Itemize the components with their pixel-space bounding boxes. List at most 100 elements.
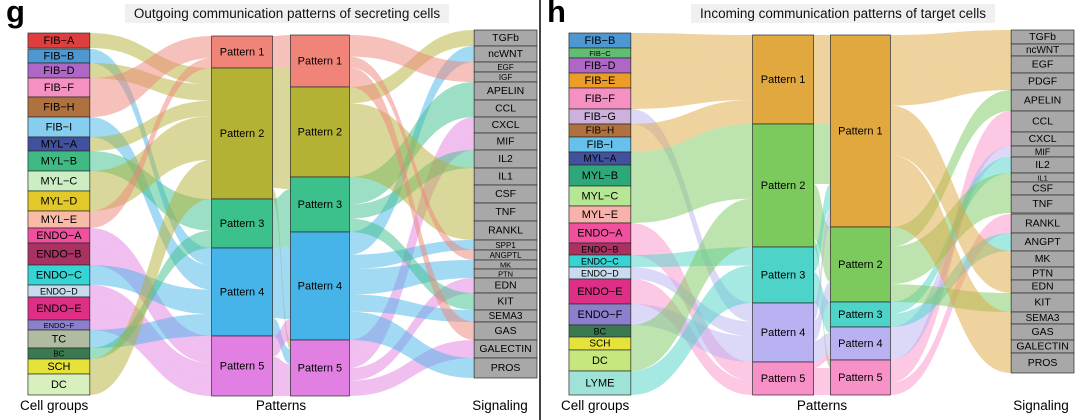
signaling-node-label: PDGF bbox=[1028, 76, 1057, 87]
flow-pattern-to-signaling bbox=[890, 169, 1012, 340]
cell-group-node-label: FIB−H bbox=[586, 125, 615, 136]
axis-label-patterns: Patterns bbox=[796, 398, 848, 413]
flow-cell-to-pattern bbox=[630, 224, 753, 371]
cell-group-node-box bbox=[27, 373, 91, 396]
flow-pattern-to-signaling bbox=[890, 73, 1012, 106]
flow-pattern-to-pattern bbox=[813, 354, 831, 368]
signaling-node-label: CXCL bbox=[492, 120, 520, 131]
flow-pattern-to-signaling bbox=[890, 182, 1012, 268]
signaling-node-label: KIT bbox=[497, 296, 514, 307]
pattern-node-label: Pattern 1 bbox=[220, 46, 264, 58]
cell-group-node-label: ENDO−E bbox=[36, 303, 81, 315]
flow-cell-to-pattern bbox=[630, 124, 753, 165]
cell-group-node-label: FIB−F bbox=[585, 93, 615, 105]
flow-pattern-to-signaling bbox=[349, 269, 475, 295]
flow-pattern-to-pattern bbox=[813, 124, 831, 184]
axis-label-patterns: Patterns bbox=[255, 398, 307, 413]
signaling-node-label: RANKL bbox=[488, 225, 523, 236]
flow-pattern-to-signaling bbox=[349, 67, 475, 340]
pattern-node-label: Pattern 1 bbox=[298, 55, 342, 67]
pattern-node-box bbox=[290, 176, 350, 233]
signaling-node-label: RANKL bbox=[1025, 218, 1060, 229]
flow-cell-to-pattern bbox=[630, 69, 753, 88]
pattern-node-label: Pattern 4 bbox=[838, 338, 882, 350]
flow-cell-to-pattern bbox=[630, 100, 753, 137]
flow-pattern-to-signaling bbox=[349, 139, 475, 221]
signaling-node-label: KIT bbox=[1034, 297, 1051, 308]
flow-pattern-to-signaling bbox=[890, 30, 1012, 52]
panel-letter-h: h bbox=[547, 0, 566, 29]
flow-cell-to-pattern bbox=[630, 33, 753, 48]
signaling-node-label: CSF bbox=[1032, 183, 1053, 194]
cell-group-node-label: ENDO−A bbox=[577, 227, 623, 239]
signaling-node-label: EGF bbox=[497, 63, 514, 72]
pattern-node-label: Pattern 4 bbox=[220, 286, 264, 298]
panel-incoming: h Incoming communication patterns of tar… bbox=[541, 0, 1080, 420]
pattern-node-box bbox=[290, 34, 350, 88]
signaling-node-label: EGF bbox=[1032, 59, 1054, 70]
flow-pattern-to-signaling bbox=[349, 117, 475, 354]
flow-pattern-to-signaling bbox=[349, 35, 475, 72]
cell-group-node-label: MYL−C bbox=[40, 175, 77, 187]
cell-group-node-label: MYL−E bbox=[582, 209, 618, 221]
cell-group-node-label: BC bbox=[594, 326, 607, 336]
flow-pattern-to-pattern bbox=[813, 272, 831, 327]
flow-pattern-to-signaling bbox=[890, 56, 1012, 86]
pattern-node-box bbox=[752, 246, 814, 304]
flow-pattern-to-pattern bbox=[813, 209, 831, 321]
panel-letter-g: g bbox=[6, 0, 25, 29]
signaling-node-label: GAS bbox=[494, 326, 516, 337]
cell-group-node-label: ENDO−C bbox=[36, 269, 82, 281]
flow-cell-to-pattern bbox=[630, 111, 753, 152]
cell-group-node-label: ENDO−B bbox=[581, 244, 618, 254]
pattern-node-label: Pattern 3 bbox=[761, 269, 805, 281]
pattern-node-label: Pattern 5 bbox=[220, 360, 264, 372]
flow-cell-to-pattern bbox=[89, 117, 212, 290]
pattern-node-label: Pattern 4 bbox=[298, 280, 342, 292]
pattern-node-box bbox=[211, 247, 273, 337]
pattern-node-label: Pattern 5 bbox=[838, 372, 882, 384]
cell-group-node-label: MYL−E bbox=[41, 214, 77, 226]
pattern-node-box bbox=[290, 231, 350, 341]
flow-pattern-to-signaling bbox=[349, 218, 475, 310]
flow-pattern-to-signaling bbox=[349, 103, 475, 185]
cell-group-node-label: ENDO−D bbox=[581, 268, 619, 278]
pattern-node-label: Pattern 2 bbox=[220, 128, 264, 140]
flow-pattern-to-pattern bbox=[813, 35, 831, 124]
flow-cell-to-pattern bbox=[89, 100, 212, 151]
signaling-node-label: CSF bbox=[495, 189, 516, 200]
pattern-node-box bbox=[752, 123, 814, 248]
pattern-node-box bbox=[752, 361, 814, 396]
pattern-node-box bbox=[830, 34, 891, 228]
flow-pattern-to-pattern bbox=[272, 189, 291, 234]
signaling-node-label: IL2 bbox=[1035, 160, 1050, 171]
signaling-node-label: CXCL bbox=[1029, 134, 1057, 145]
flow-cell-to-pattern bbox=[630, 82, 753, 109]
flow-cell-to-pattern bbox=[89, 137, 212, 211]
cell-group-node-label: ENDO−A bbox=[36, 230, 82, 242]
pattern-node-label: Pattern 3 bbox=[220, 218, 264, 230]
pattern-node-label: Pattern 2 bbox=[838, 259, 882, 271]
cell-group-node-label: DC bbox=[592, 355, 608, 367]
pattern-node-label: Pattern 1 bbox=[838, 125, 882, 137]
cell-group-node-label: DC bbox=[51, 379, 67, 391]
flow-pattern-to-signaling bbox=[890, 139, 1012, 293]
flow-pattern-to-signaling bbox=[890, 155, 1012, 324]
cell-group-node-label: ENDO−F bbox=[44, 321, 75, 330]
pattern-node-label: Pattern 2 bbox=[298, 126, 342, 138]
cell-group-node-label: ENDO−D bbox=[40, 286, 78, 296]
signaling-node-label: GALECTIN bbox=[1016, 341, 1068, 352]
signaling-node-box bbox=[1010, 194, 1075, 214]
signaling-node-label: PTN bbox=[498, 269, 513, 278]
cell-group-node-label: LYME bbox=[585, 377, 614, 389]
cell-group-node-label: MYL−D bbox=[40, 195, 77, 207]
flow-pattern-to-signaling bbox=[349, 278, 475, 381]
signaling-node-label: TGFb bbox=[492, 33, 519, 44]
flow-pattern-to-signaling bbox=[890, 188, 1012, 353]
signaling-node-label: CCL bbox=[495, 103, 516, 114]
flow-cell-to-pattern bbox=[630, 56, 753, 73]
panel-title-incoming: Incoming communication patterns of targe… bbox=[691, 4, 995, 23]
pattern-node-label: Pattern 3 bbox=[298, 199, 342, 211]
flow-cell-to-pattern bbox=[630, 137, 753, 186]
